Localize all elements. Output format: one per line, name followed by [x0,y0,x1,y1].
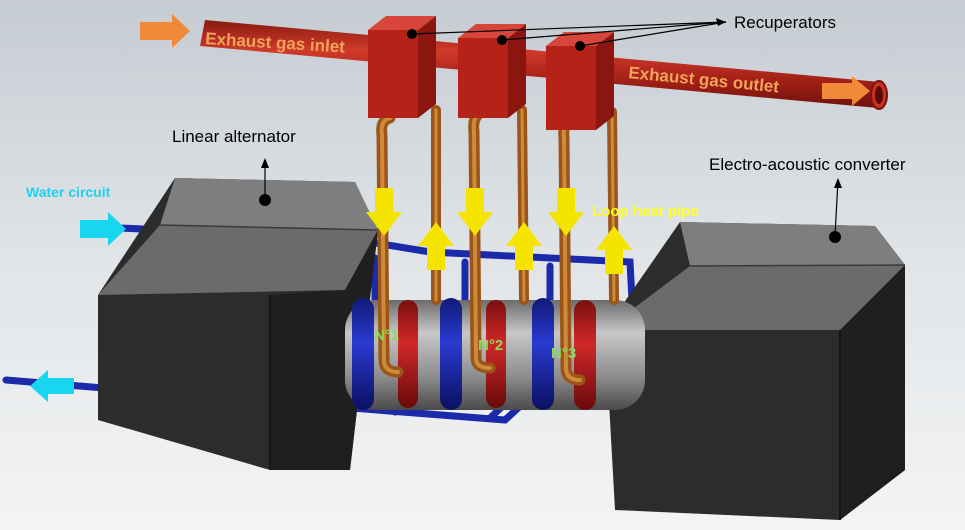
recuperators [368,16,614,130]
heat-pipe-up-arrow-2-icon [506,222,542,270]
electro-acoustic-converter-label: Electro-acoustic converter [709,155,906,174]
heat-pipe-down-arrow-3-icon [548,188,584,236]
pointer-dot-icon [829,231,841,243]
pointer-dot-icon [259,194,271,206]
engine-n3-label: N°3 [551,345,576,362]
exhaust-outlet-arrow-icon [822,76,870,106]
recuperator-1 [368,16,436,118]
engine-core [345,298,645,410]
water-circuit-label: Water circuit [26,184,111,200]
pointer-dot-icon [407,29,417,39]
engine-n2-label: N°2 [478,337,503,354]
heat-pipe-up-arrow-3-icon [596,226,632,274]
engine-n1-label: N°1 [374,327,399,344]
leader-arrowheads [261,18,842,188]
leader-lines [264,21,839,237]
heat-pipe-up-arrow-1-icon [418,222,454,270]
electro-acoustic-converter [605,222,906,520]
pointer-dot-icon [575,41,585,51]
recuperator-2 [458,24,526,118]
heat-pipe-down-arrow-2-icon [457,188,493,236]
pointer-dot-icon [497,35,507,45]
water-outlet-arrow-icon [30,370,74,402]
exhaust-inlet-arrow-icon [140,14,190,48]
loop-heat-pipe-label: Loop heat pipe [592,203,699,220]
recuperators-label: Recuperators [734,13,836,32]
water-inlet-arrow-icon [80,212,126,246]
linear-alternator-label: Linear alternator [172,127,296,146]
recuperator-3 [546,32,614,130]
heat-pipe-down-arrow-1-icon [366,188,402,236]
